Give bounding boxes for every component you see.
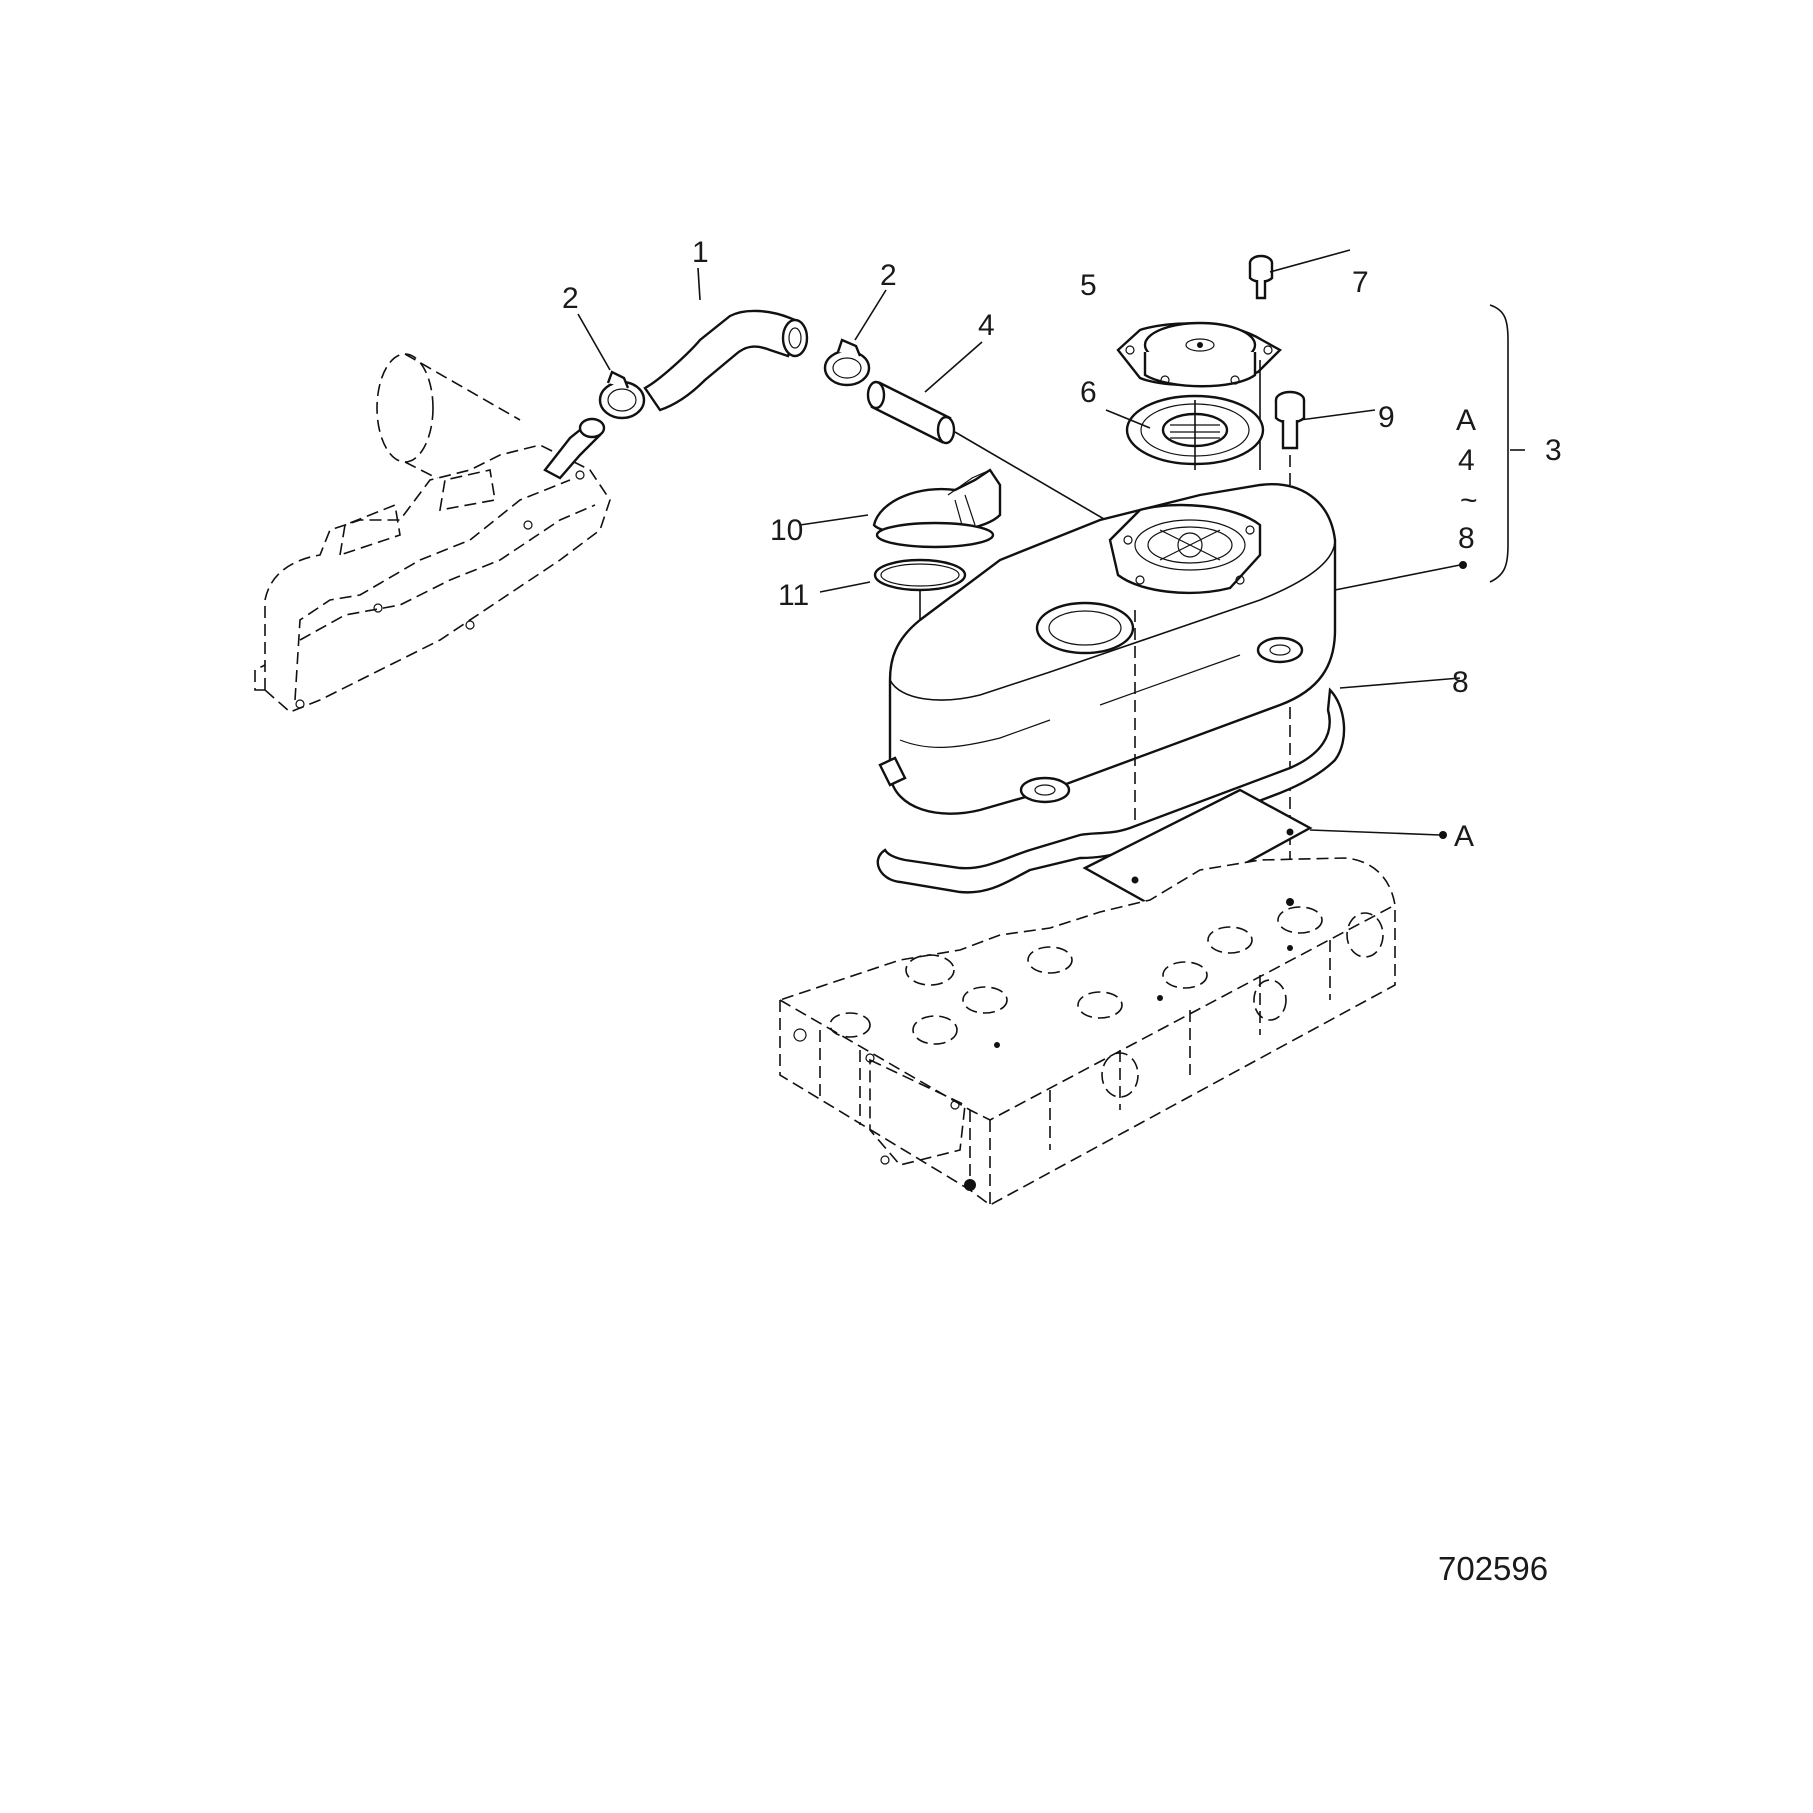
screw [1248, 249, 1351, 300]
diaphragm [1125, 394, 1265, 470]
callout-8: 8 [1452, 666, 1469, 699]
bracket-item-4: 4 [1458, 444, 1475, 477]
callout-A: A [1454, 820, 1474, 853]
oil-filler-cap [799, 468, 1002, 549]
cover-gasket [876, 677, 1461, 894]
callout-2-left: 2 [562, 282, 579, 315]
callout-3: 3 [1545, 434, 1562, 467]
bracket-item-8: 8 [1458, 522, 1475, 555]
breather-cap [1116, 321, 1282, 470]
callout-labels: 1 2 2 4 5 6 7 9 10 11 8 A 3 A 4 ~ 8 7025… [562, 236, 1562, 1587]
baffle-plate [1082, 788, 1447, 912]
cylinder-head-reference [779, 857, 1396, 1206]
o-ring [819, 558, 1061, 642]
callout-4: 4 [978, 309, 995, 342]
callout-9: 9 [1378, 401, 1395, 434]
callout-1: 1 [692, 236, 709, 269]
bracket-item-A: A [1456, 404, 1476, 437]
assembly-bracket [1489, 304, 1525, 583]
valve-cover [878, 483, 1467, 880]
callout-7: 7 [1352, 266, 1369, 299]
callout-10: 10 [770, 514, 803, 547]
manifold-reference-drawing [254, 353, 611, 713]
hose-clamp-left [598, 370, 646, 420]
hose-clamp-right [823, 338, 871, 387]
callout-2-right: 2 [880, 259, 897, 292]
bracket-item-tilde: ~ [1460, 484, 1478, 517]
callout-5: 5 [1080, 269, 1097, 302]
callout-11: 11 [778, 579, 809, 612]
callout-6: 6 [1080, 376, 1097, 409]
breather-hose [643, 309, 809, 412]
figure-code: 702596 [1438, 1550, 1548, 1587]
